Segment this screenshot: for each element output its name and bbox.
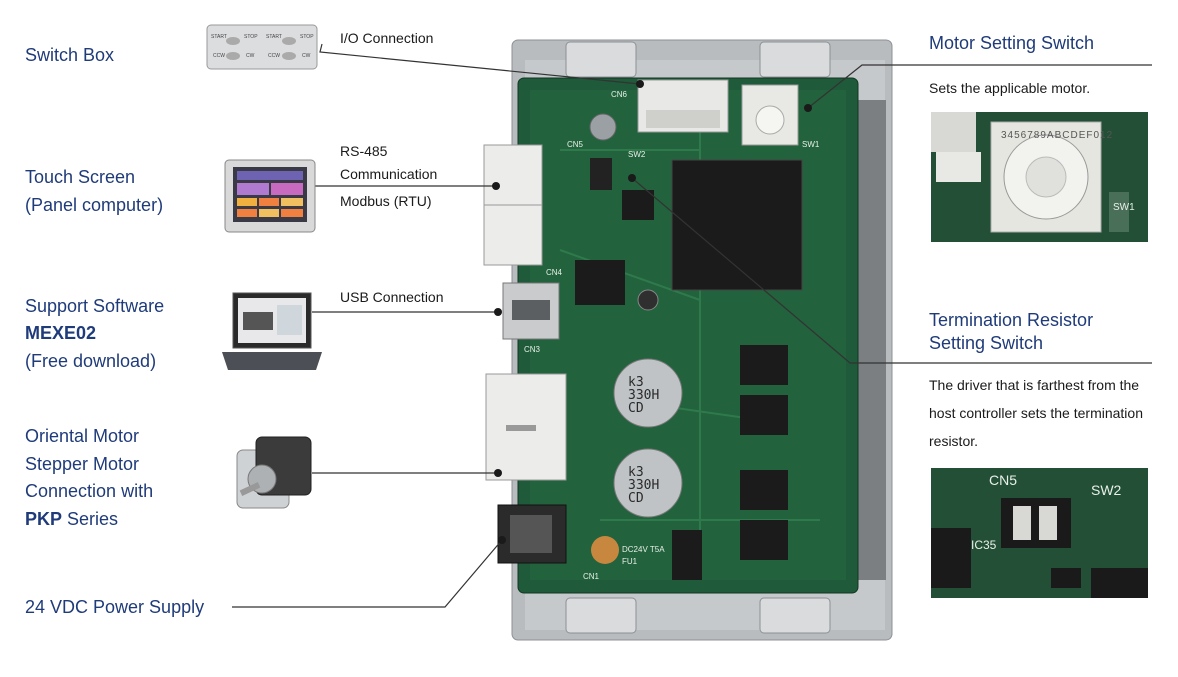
- switch-box-device: [206, 24, 318, 70]
- switch-cw-label-1: CW: [246, 53, 255, 59]
- rs485-connector-cn5: [483, 144, 543, 266]
- switch-start-label-2: START: [266, 34, 282, 40]
- desc-termination-3: resistor.: [929, 433, 979, 449]
- label-usb-connection: USB Connection: [340, 289, 444, 305]
- label-power-supply: 24 VDC Power Supply: [25, 597, 205, 617]
- switch-ccw-label-2: CCW: [268, 53, 280, 59]
- driver-ic-2: [740, 395, 788, 435]
- board-label-cn3: CN3: [524, 345, 541, 354]
- stepper-motor-device: [236, 436, 312, 509]
- photo-label-sw1: SW1: [1113, 202, 1135, 213]
- motor-connector: [485, 373, 567, 481]
- board-label-fuse: FU1: [622, 557, 638, 566]
- cap1-line1: k3: [628, 375, 644, 390]
- label-oriental-motor: Oriental Motor: [25, 426, 140, 446]
- sw2-dip-switch-board: [590, 158, 612, 190]
- touch-screen-device: [224, 159, 316, 233]
- photo-label-sw2: SW2: [1091, 482, 1122, 498]
- photo-dip-switch-art: [931, 468, 1148, 598]
- motor-setting-rotary-switch: [741, 84, 799, 146]
- photo-rotary-switch: 3456789ABCDEF012 SW1: [931, 112, 1148, 242]
- cap1-line2: 330H: [628, 388, 660, 403]
- switch-stop-label-1: STOP: [244, 34, 258, 40]
- photo-rotary-switch-art: [931, 112, 1148, 242]
- leader-power: [232, 539, 503, 608]
- power-connector: [497, 504, 567, 564]
- photo-label-ic35: IC35: [971, 538, 997, 552]
- label-series: Series: [62, 509, 119, 529]
- cap2-line2: 330H: [628, 478, 660, 493]
- leader-termination: [631, 177, 1152, 364]
- label-switch-box: Switch Box: [25, 45, 115, 65]
- label-communication: Communication: [340, 166, 438, 182]
- label-stepper-motor: Stepper Motor: [25, 454, 140, 474]
- title-termination-resistor-1: Termination Resistor: [929, 310, 1094, 330]
- driver-ic-3: [740, 470, 788, 510]
- desc-motor-setting-switch: Sets the applicable motor.: [929, 80, 1091, 96]
- screw: [589, 113, 617, 141]
- driver-pcb: [517, 77, 859, 594]
- board-label-cn1: CN1: [583, 572, 600, 581]
- board-label-sw2: SW2: [628, 150, 646, 159]
- cap1-line3: CD: [628, 401, 644, 416]
- dial-digits: 3456789ABCDEF012: [1001, 130, 1114, 141]
- label-connection-with: Connection with: [25, 481, 154, 501]
- board-label-sw1: SW1: [802, 140, 820, 149]
- capacitor-1: [613, 358, 683, 428]
- label-pkp: PKP: [25, 509, 63, 529]
- desc-termination-1: The driver that is farthest from the: [929, 377, 1140, 393]
- regulator-chip: [575, 260, 625, 305]
- small-ic: [622, 190, 654, 220]
- label-rs485: RS-485: [340, 143, 388, 159]
- desc-termination-2: host controller sets the termination: [929, 405, 1143, 421]
- board-label-cn5: CN5: [567, 140, 584, 149]
- driver-ic-1: [740, 345, 788, 385]
- usb-connector: [502, 282, 560, 340]
- title-termination-resistor-2: Setting Switch: [929, 333, 1044, 353]
- leader-dots: [492, 80, 812, 544]
- laptop-device: [222, 292, 322, 370]
- photo-dip-switch: CN5 SW2 IC35: [931, 468, 1148, 598]
- capacitor-2: [613, 448, 683, 518]
- label-touch-screen: Touch Screen: [25, 167, 136, 187]
- leader-io: [319, 43, 641, 85]
- board-label-cn6: CN6: [611, 90, 628, 99]
- switch-start-label-1: START: [211, 34, 227, 40]
- board-label-cn4: CN4: [546, 268, 563, 277]
- board-label-power: DC24V T5A: [622, 545, 665, 554]
- leader-lines: [232, 43, 1152, 608]
- cap2-line1: k3: [628, 465, 644, 480]
- label-modbus: Modbus (RTU): [340, 193, 432, 209]
- label-mexe02: MEXE02: [25, 323, 97, 343]
- leader-motor-switch: [807, 64, 1152, 109]
- label-panel-computer: (Panel computer): [25, 195, 164, 215]
- main-cpu-chip: [671, 159, 803, 291]
- switch-cw-label-2: CW: [302, 53, 311, 59]
- switch-ccw-label-1: CCW: [213, 53, 225, 59]
- io-connector: [637, 79, 729, 133]
- label-support-software: Support Software: [25, 296, 165, 316]
- switch-stop-label-2: STOP: [300, 34, 314, 40]
- label-free-download: (Free download): [25, 351, 157, 371]
- cap2-line3: CD: [628, 491, 644, 506]
- fuse: [672, 530, 702, 580]
- driver-ic-4: [740, 520, 788, 560]
- label-io-connection: I/O Connection: [340, 30, 434, 46]
- small-capacitor: [591, 536, 619, 564]
- photo-label-cn5: CN5: [989, 472, 1018, 488]
- label-pkp-series: PKP Series: [25, 506, 118, 533]
- title-motor-setting-switch: Motor Setting Switch: [929, 33, 1095, 53]
- inductor: [637, 289, 659, 311]
